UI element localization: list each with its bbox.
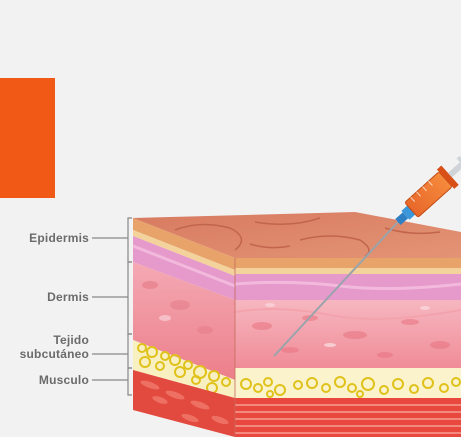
label-brackets <box>92 218 132 395</box>
label-tejido-subcutaneo: Tejido subcutáneo <box>20 333 89 361</box>
label-tejido-line1: Tejido <box>20 333 89 347</box>
label-musculo: Musculo <box>39 373 89 387</box>
label-epidermis: Epidermis <box>29 231 89 245</box>
skin-block-front <box>235 258 461 437</box>
label-tejido-line2: subcutáneo <box>20 347 89 361</box>
label-dermis: Dermis <box>47 290 89 304</box>
